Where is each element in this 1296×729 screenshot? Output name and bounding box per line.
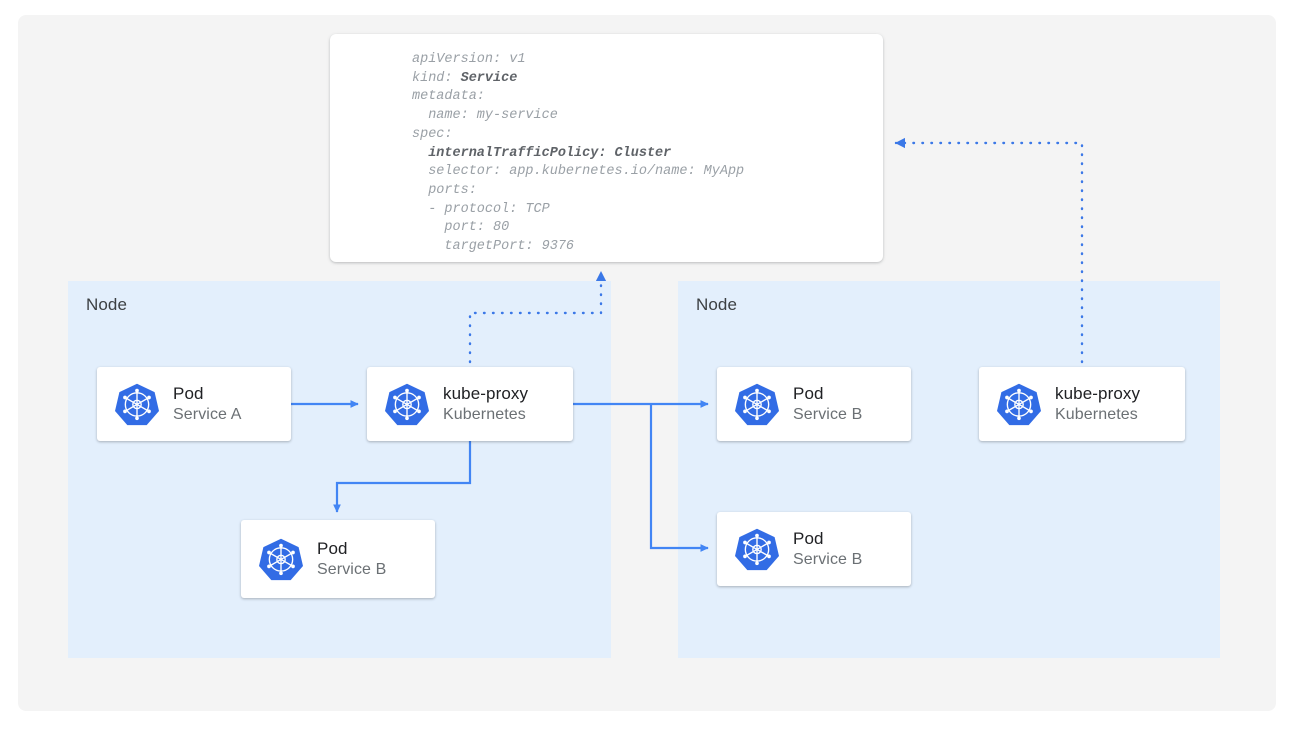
card-subtitle: Service A <box>173 405 242 423</box>
card-subtitle: Service B <box>317 560 387 578</box>
kubernetes-icon <box>385 382 429 426</box>
service-yaml-code: apiVersion: v1 kind: Service metadata: nam… <box>412 51 744 257</box>
card-subtitle: Kubernetes <box>443 405 526 423</box>
yaml-line: targetPort: 9376 <box>412 239 575 255</box>
card-subtitle: Service B <box>793 550 863 568</box>
yaml-line: port: 80 <box>412 220 510 236</box>
card-pod-service-b-local[interactable]: Pod Service B <box>241 520 435 598</box>
kubernetes-icon <box>997 382 1041 426</box>
card-title: Pod <box>317 538 348 558</box>
kubernetes-icon <box>735 527 779 571</box>
card-title: Pod <box>793 383 824 403</box>
card-pod-service-b-remote-1[interactable]: Pod Service B <box>717 367 911 441</box>
kubernetes-icon <box>735 382 779 426</box>
card-kube-proxy-left[interactable]: kube-proxy Kubernetes <box>367 367 573 441</box>
node-label-left: Node <box>86 295 128 314</box>
node-panel-right: Node <box>678 281 1220 658</box>
card-subtitle: Service B <box>793 405 863 423</box>
card-pod-service-b-remote-2[interactable]: Pod Service B <box>717 512 911 586</box>
card-title: kube-proxy <box>1055 383 1141 403</box>
card-subtitle: Kubernetes <box>1055 405 1138 423</box>
yaml-line: kind: Service <box>412 70 518 86</box>
kubernetes-icon <box>259 537 303 581</box>
card-pod-service-a[interactable]: Pod Service A <box>97 367 291 441</box>
yaml-line: metadata: <box>412 89 485 105</box>
card-title: Pod <box>793 528 824 548</box>
yaml-line: apiVersion: v1 <box>412 52 526 67</box>
yaml-line: - protocol: TCP <box>412 201 550 217</box>
yaml-line: internalTrafficPolicy: Cluster <box>412 145 672 161</box>
service-spec-card: apiVersion: v1 kind: Service metadata: nam… <box>330 34 883 262</box>
card-title: Pod <box>173 383 204 403</box>
node-label-right: Node <box>696 295 738 314</box>
yaml-line: selector: app.kubernetes.io/name: MyApp <box>412 164 745 180</box>
yaml-line: ports: <box>412 182 477 198</box>
yaml-line: spec: <box>412 126 453 142</box>
card-kube-proxy-right[interactable]: kube-proxy Kubernetes <box>979 367 1185 441</box>
yaml-line: name: my-service <box>412 108 558 124</box>
node-panel-left: Node <box>68 281 611 658</box>
kubernetes-icon <box>115 382 159 426</box>
card-title: kube-proxy <box>443 383 529 403</box>
